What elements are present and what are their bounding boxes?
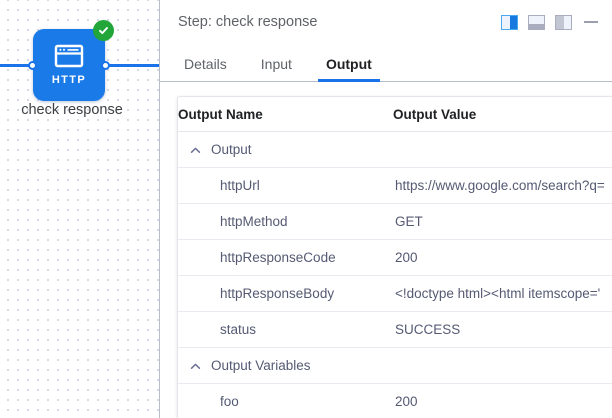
workflow-node-check-response[interactable]: HTTP — [28, 20, 114, 101]
tab-output-label: Output — [325, 56, 372, 72]
output-value-cell: 200 — [395, 394, 418, 409]
table-row: httpUrl https://www.google.com/search?q= — [178, 167, 612, 204]
tab-input-label: Input — [260, 56, 292, 72]
node-body[interactable]: HTTP — [33, 29, 105, 101]
output-name-cell: httpUrl — [178, 167, 393, 204]
table-group-row[interactable]: Output — [178, 131, 612, 168]
panel-bottom-icon[interactable] — [528, 14, 545, 30]
step-detail-panel: Step: check response Details — [160, 0, 612, 418]
table-head: Output Name Output Value — [178, 97, 612, 132]
workflow-canvas[interactable]: HTTP check response — [0, 0, 160, 418]
output-value-cell: 200 — [393, 239, 612, 276]
panel-header-actions — [501, 14, 598, 30]
column-header-output-value: Output Value — [393, 97, 612, 132]
output-table-card: Output Name Output Value — [177, 96, 612, 418]
node-output-port[interactable] — [101, 61, 110, 70]
page-title: Step: check response — [178, 14, 318, 30]
panel-body: Output Name Output Value — [160, 82, 612, 418]
output-value-cell: <!doctype html><html itemscope=' — [393, 275, 612, 312]
tab-bar: Details Input Output — [160, 44, 612, 82]
panel-divider[interactable] — [159, 0, 160, 418]
table-group-cell[interactable]: Output — [178, 131, 612, 168]
table-header-row: Output Name Output Value — [178, 97, 612, 132]
table-row: httpMethod GET — [178, 203, 612, 240]
node-label: check response — [21, 102, 123, 118]
table-group-label: Output Variables — [211, 358, 311, 373]
http-node-icon — [54, 44, 84, 73]
output-name-cell: status — [178, 311, 393, 348]
output-value-cell: https://www.google.com/search?q= — [393, 167, 612, 204]
check-circle-icon — [93, 20, 114, 41]
table-body: Output httpUrl https://www.google.com/se… — [178, 131, 612, 418]
output-name-cell: foo — [220, 394, 239, 409]
tab-details-label: Details — [184, 56, 227, 72]
table-group-label: Output — [211, 142, 252, 157]
output-value-cell: SUCCESS — [393, 311, 612, 348]
column-header-output-name: Output Name — [178, 97, 393, 132]
panel-left-icon[interactable] — [555, 14, 572, 30]
table-row: foo 200 — [178, 384, 612, 418]
chevron-up-icon[interactable] — [190, 360, 201, 371]
table-row: status SUCCESS — [178, 311, 612, 348]
table-row: httpResponseBody <!doctype html><html it… — [178, 275, 612, 312]
node-input-port[interactable] — [28, 61, 37, 70]
tab-details[interactable]: Details — [178, 56, 233, 81]
output-table: Output Name Output Value — [178, 97, 612, 418]
table-group-row[interactable]: Output Variables — [178, 347, 612, 384]
panel-header: Step: check response — [160, 0, 612, 44]
output-name-cell: httpResponseBody — [178, 275, 393, 312]
panel-right-icon[interactable] — [501, 14, 518, 30]
output-value-cell: GET — [393, 203, 612, 240]
minimize-icon[interactable] — [584, 21, 598, 23]
tab-output[interactable]: Output — [317, 56, 380, 82]
output-name-cell: httpMethod — [178, 203, 393, 240]
chevron-up-icon[interactable] — [190, 144, 201, 155]
table-row: httpResponseCode 200 — [178, 239, 612, 276]
tab-input[interactable]: Input — [255, 56, 298, 81]
node-icon-text: HTTP — [51, 74, 87, 86]
table-group-cell[interactable]: Output Variables — [178, 347, 612, 384]
output-name-cell: httpResponseCode — [178, 239, 393, 276]
